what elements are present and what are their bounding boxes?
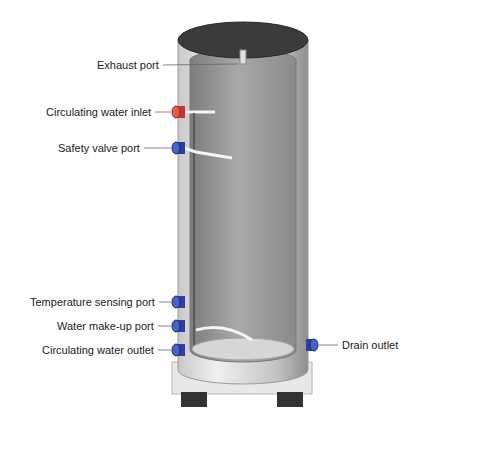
makeup-pipe (196, 328, 252, 340)
part-label: Exhaust port (97, 59, 159, 72)
tank-floor (192, 338, 294, 360)
leader-line (159, 302, 171, 303)
inner-tank (190, 50, 296, 362)
part-label: Circulating water outlet (42, 344, 154, 357)
port-fittings (172, 106, 318, 356)
coil-pipe (193, 113, 195, 345)
leader-line (163, 64, 238, 65)
part-label: Safety valve port (58, 142, 140, 155)
tank-shell (178, 40, 308, 384)
part-label: Drain outlet (342, 339, 398, 352)
inlet-pipe (184, 111, 215, 114)
leader-line (158, 350, 171, 351)
leader-line (158, 326, 171, 327)
exhaust-pipe (240, 50, 246, 64)
valve-pipe (184, 148, 232, 158)
tank-foot (181, 392, 207, 407)
leader-line (155, 112, 171, 113)
leader-line (319, 345, 338, 346)
part-label: Water make-up port (57, 320, 154, 333)
part-label: Circulating water inlet (46, 106, 151, 119)
tank-foot (277, 392, 303, 407)
leader-line (144, 148, 171, 149)
part-label: Temperature sensing port (30, 296, 155, 309)
